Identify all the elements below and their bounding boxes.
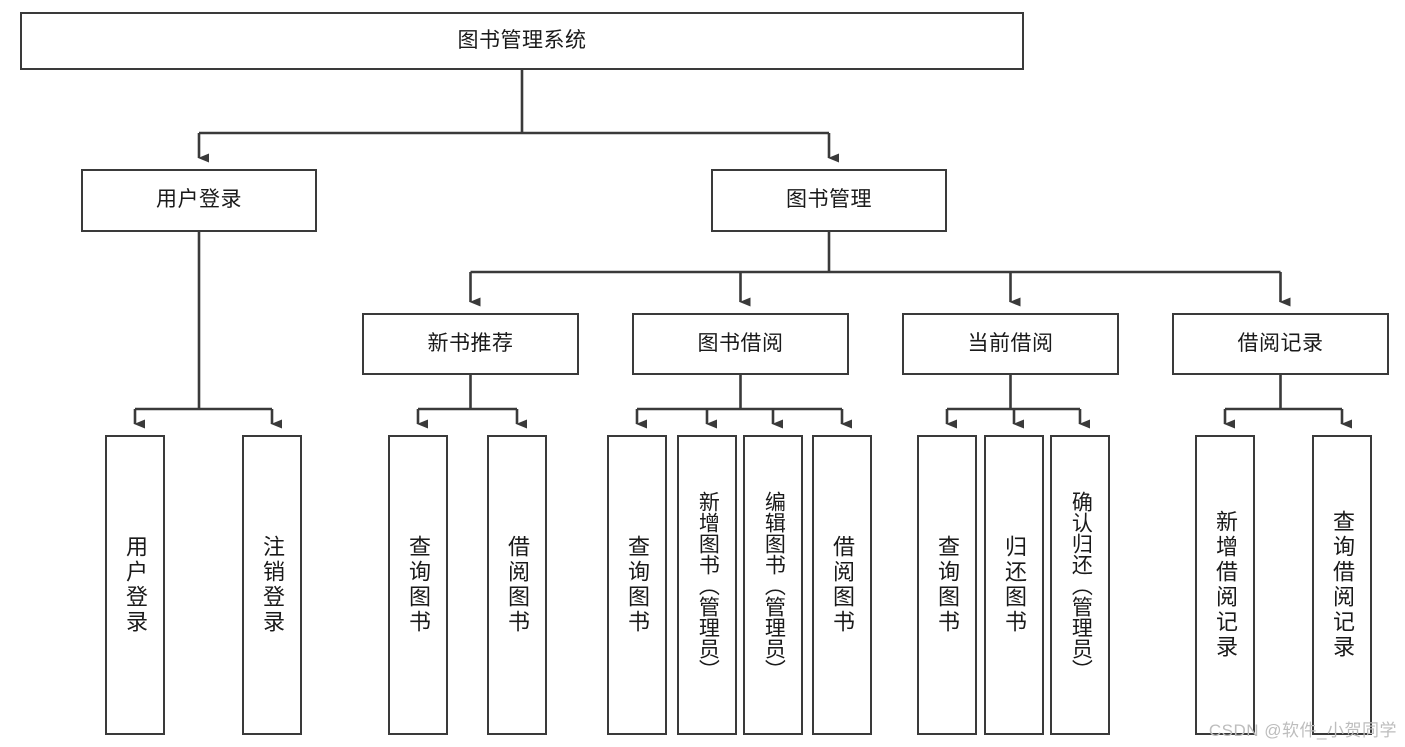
node-leaf-return-book[interactable]: 归还图书 [984, 435, 1044, 735]
node-label: 当前借阅 [967, 331, 1054, 355]
node-leaf-query-book-3[interactable]: 查询图书 [917, 435, 977, 735]
node-label: 图书管理 [786, 188, 872, 212]
node-leaf-add-record[interactable]: 新增借阅记录 [1195, 435, 1255, 735]
node-label: 新增图书（管理员） [696, 490, 720, 680]
node-label: 图书借阅 [697, 331, 784, 355]
node-user-login[interactable]: 用户登录 [81, 169, 317, 232]
node-leaf-borrow-book-1[interactable]: 借阅图书 [487, 435, 547, 735]
node-current-borrow[interactable]: 当前借阅 [902, 313, 1119, 375]
node-label: 用户登录 [156, 188, 242, 212]
node-leaf-edit-book[interactable]: 编辑图书（管理员） [743, 435, 803, 735]
node-borrow-record[interactable]: 借阅记录 [1172, 313, 1389, 375]
node-root[interactable]: 图书管理系统 [20, 12, 1024, 70]
csdn-watermark: CSDN @软件_小贺同学 [1208, 721, 1397, 740]
node-book-borrow[interactable]: 图书借阅 [632, 313, 849, 375]
node-label: 注销登录 [259, 535, 285, 635]
node-leaf-add-book[interactable]: 新增图书（管理员） [677, 435, 737, 735]
node-label: 编辑图书（管理员） [762, 490, 786, 680]
node-label: 图书管理系统 [457, 28, 587, 52]
node-leaf-borrow-book-2[interactable]: 借阅图书 [812, 435, 872, 735]
node-leaf-confirm-return[interactable]: 确认归还（管理员） [1050, 435, 1110, 735]
node-label: 新增借阅记录 [1212, 510, 1238, 660]
node-label: 用户登录 [122, 535, 148, 635]
node-label: 查询图书 [624, 535, 650, 635]
node-label: 借阅图书 [504, 535, 530, 635]
node-label: 查询图书 [934, 535, 960, 635]
node-label: 借阅图书 [829, 535, 855, 635]
node-new-book-rec[interactable]: 新书推荐 [362, 313, 579, 375]
node-leaf-user-login[interactable]: 用户登录 [105, 435, 165, 735]
node-leaf-query-book-2[interactable]: 查询图书 [607, 435, 667, 735]
node-label: 查询借阅记录 [1329, 510, 1355, 660]
node-label: 查询图书 [405, 535, 431, 635]
node-leaf-query-book-1[interactable]: 查询图书 [388, 435, 448, 735]
node-label: 借阅记录 [1237, 331, 1324, 355]
node-book-manage[interactable]: 图书管理 [711, 169, 947, 232]
node-label: 归还图书 [1001, 535, 1027, 635]
node-leaf-user-logout[interactable]: 注销登录 [242, 435, 302, 735]
node-label: 确认归还（管理员） [1069, 490, 1093, 680]
node-leaf-query-record[interactable]: 查询借阅记录 [1312, 435, 1372, 735]
node-label: 新书推荐 [427, 331, 514, 355]
